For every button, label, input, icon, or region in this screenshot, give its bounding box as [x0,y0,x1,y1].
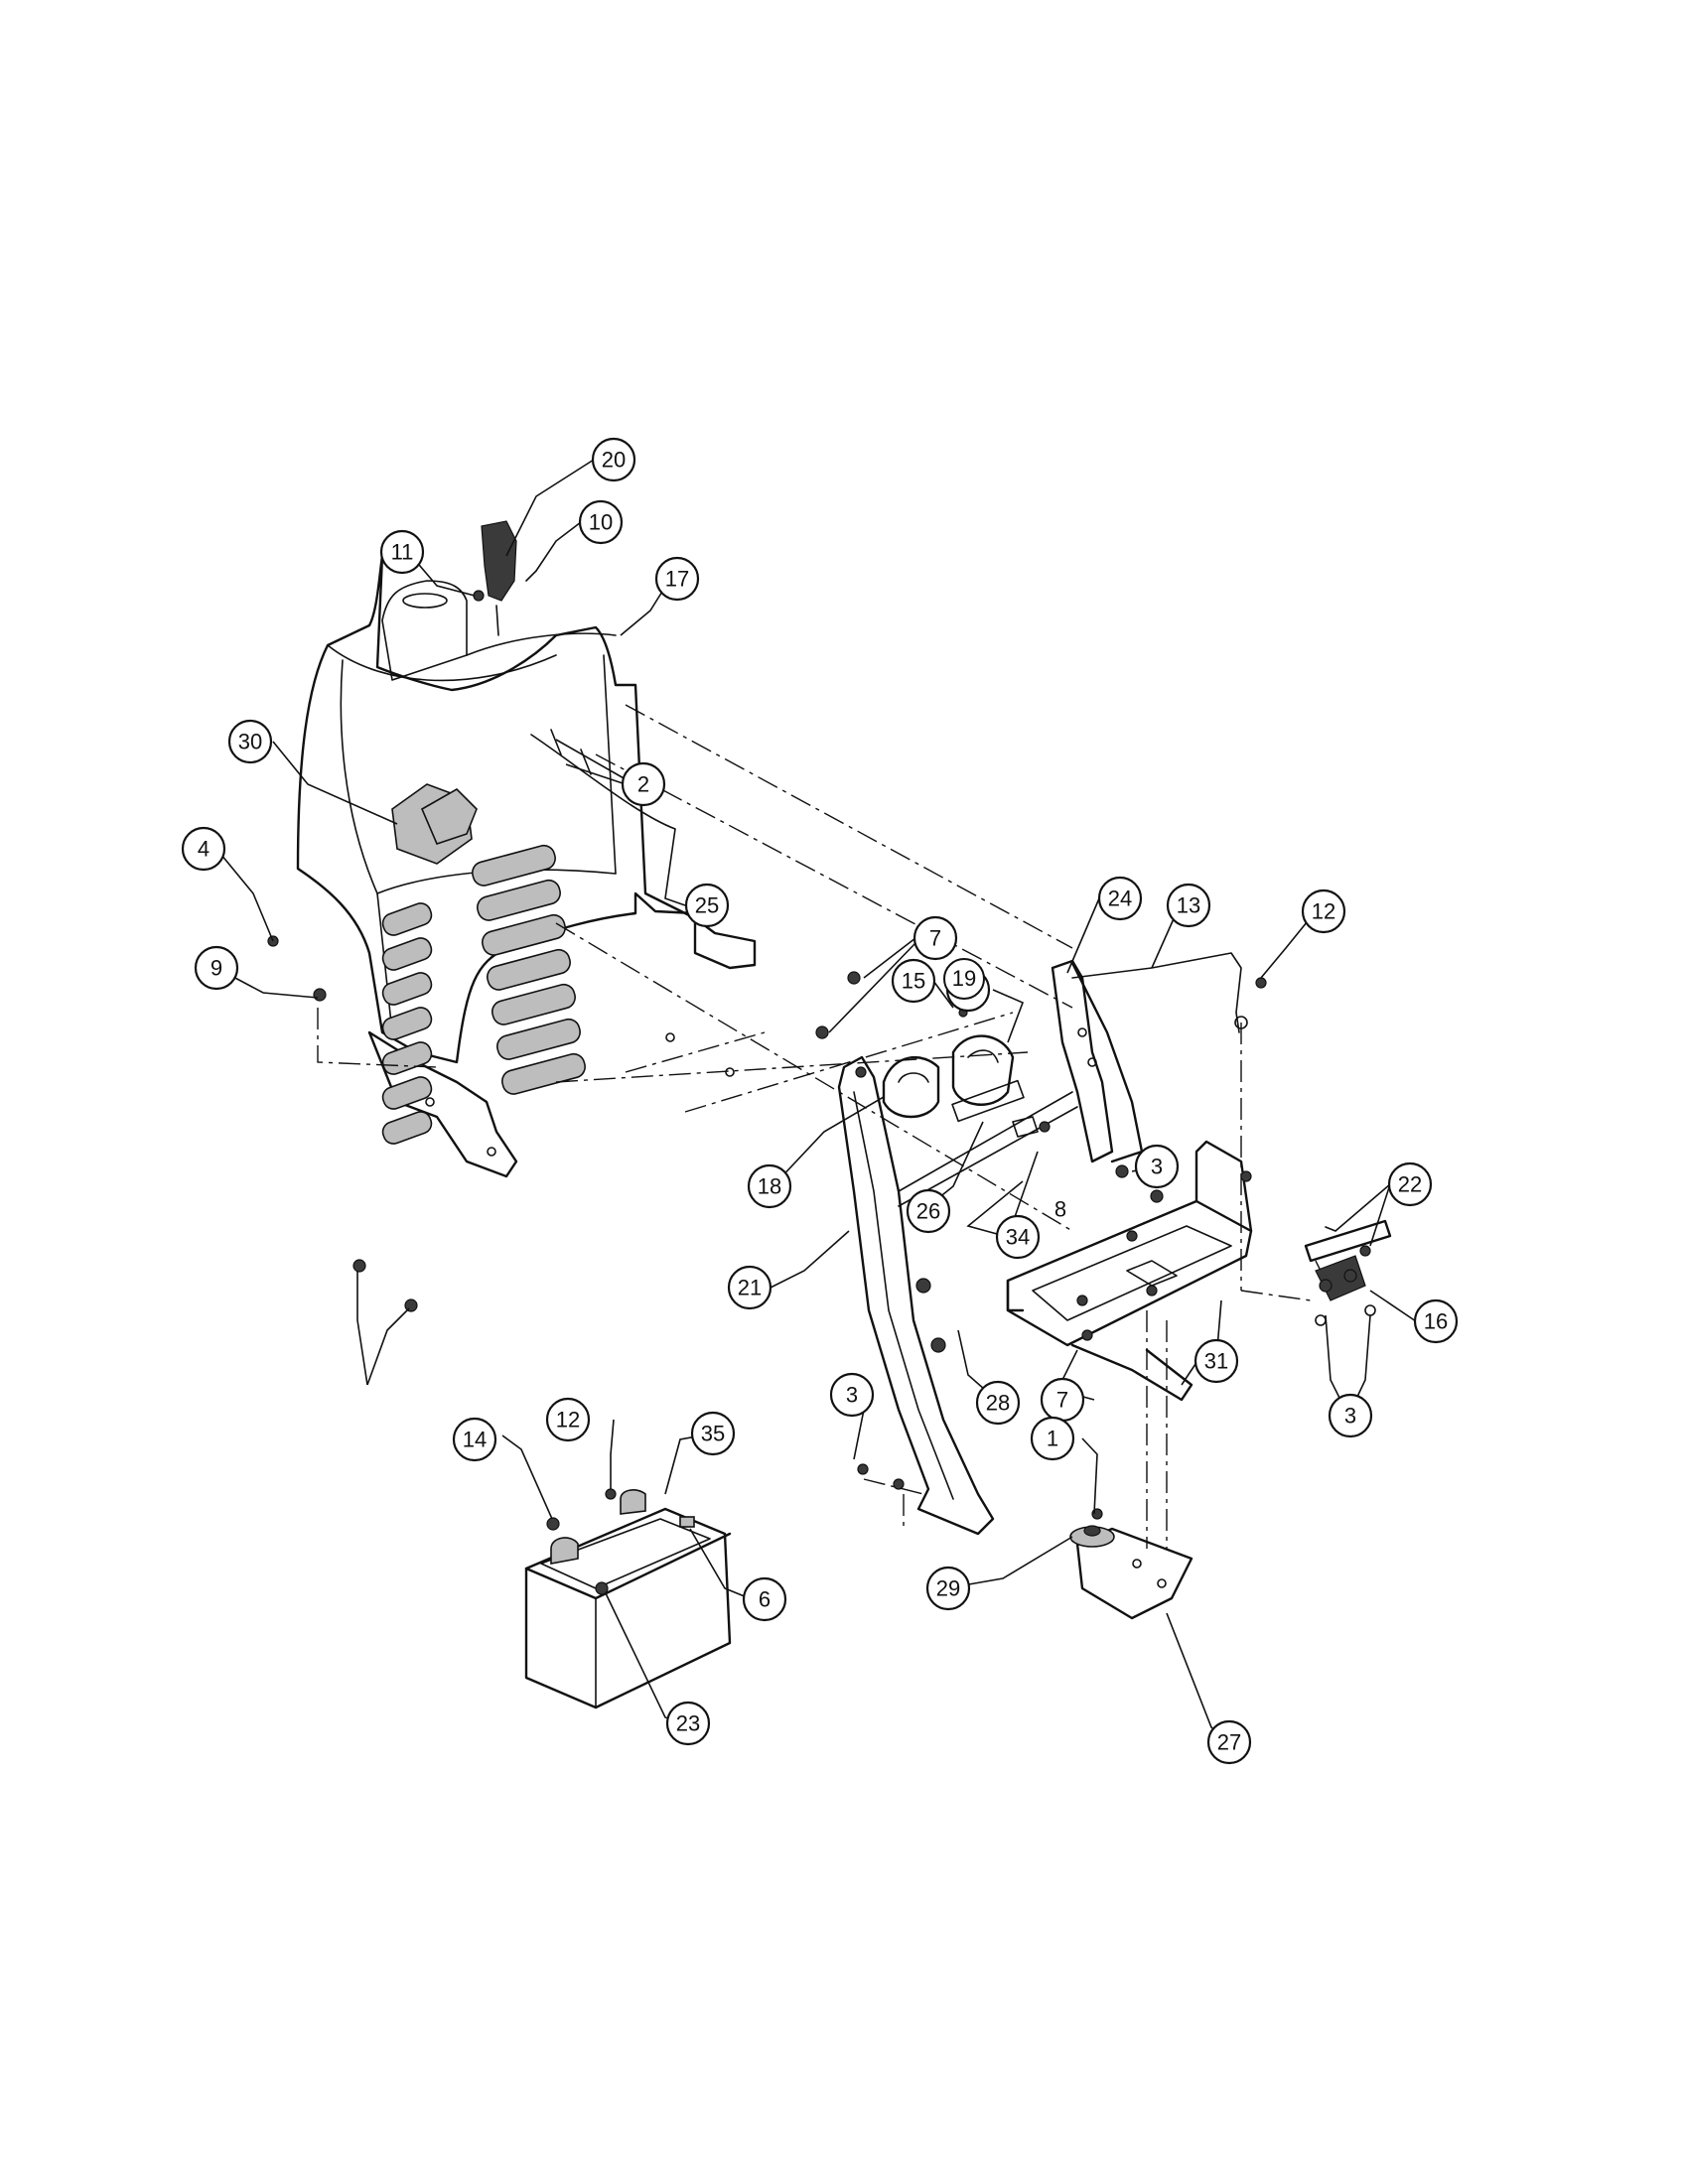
svg-text:34: 34 [1006,1225,1030,1250]
support-rod [1071,952,1242,1033]
callout-3: 3 [1134,1144,1180,1189]
callout-30: 30 [227,719,273,764]
svg-text:1: 1 [1047,1427,1058,1451]
svg-text:18: 18 [758,1174,781,1199]
svg-text:35: 35 [701,1422,725,1446]
callout-29: 29 [925,1566,971,1611]
svg-text:11: 11 [391,540,414,565]
callout-8: 8 [1054,1197,1066,1222]
svg-text:9: 9 [210,956,222,981]
callout-13: 13 [1166,883,1211,928]
svg-text:15: 15 [902,969,925,994]
svg-text:29: 29 [936,1576,960,1601]
hinges [882,1034,1039,1138]
callout-12: 12 [545,1397,591,1442]
svg-text:17: 17 [665,567,689,592]
svg-text:23: 23 [676,1711,700,1736]
svg-text:16: 16 [1424,1309,1448,1334]
support-frame [837,959,1253,1536]
callout-20: 20 [591,437,636,482]
svg-text:22: 22 [1398,1172,1422,1197]
callout-17: 17 [654,556,700,602]
svg-text:6: 6 [759,1587,771,1612]
svg-text:31: 31 [1204,1349,1228,1374]
svg-text:12: 12 [556,1408,580,1433]
svg-text:12: 12 [1312,899,1335,924]
callout-12: 12 [1301,888,1346,934]
callout-7: 7 [1040,1377,1085,1423]
callout-15: 15 [891,958,936,1004]
mount-bracket [1069,1508,1193,1620]
callout-14: 14 [452,1417,497,1462]
svg-text:7: 7 [929,926,941,951]
callout-18: 18 [747,1163,792,1209]
svg-text:26: 26 [916,1199,940,1224]
svg-text:14: 14 [463,1428,487,1452]
svg-text:13: 13 [1177,893,1200,918]
leader-lines [215,459,1417,1743]
solenoid [1304,1219,1392,1326]
svg-text:4: 4 [198,837,210,862]
fasteners [267,935,1267,1490]
callout-31: 31 [1193,1338,1239,1384]
callout-10: 10 [578,499,624,545]
callout-35: 35 [690,1411,736,1456]
svg-text:3: 3 [1151,1155,1163,1179]
callout-9: 9 [194,945,239,991]
svg-text:27: 27 [1217,1730,1241,1755]
callout-19-label: 19 [951,966,977,991]
callout-21: 21 [727,1265,772,1310]
callout-2: 2 [621,761,666,807]
battery [524,1488,732,1709]
callout-23: 23 [665,1701,711,1746]
grille-hood [296,520,757,1178]
callout-25: 25 [684,883,730,928]
callout-28: 28 [975,1380,1021,1426]
svg-text:8: 8 [1054,1197,1066,1222]
svg-text:28: 28 [986,1391,1010,1416]
callout-19-overlay: 19 [943,958,985,1000]
callout-11: 11 [379,529,425,575]
callout-3: 3 [829,1372,875,1418]
callout-27: 27 [1206,1719,1252,1765]
svg-text:21: 21 [738,1276,762,1300]
svg-text:7: 7 [1056,1388,1068,1413]
svg-text:10: 10 [589,510,613,535]
cable [530,734,676,830]
callout-24: 24 [1097,876,1143,921]
svg-text:20: 20 [602,448,626,473]
callout-26: 26 [906,1188,951,1234]
grille-slots-left [381,902,433,1145]
svg-text:30: 30 [238,730,262,754]
callout-3: 3 [1328,1393,1373,1438]
callout-1: 1 [1030,1416,1075,1461]
svg-text:24: 24 [1108,887,1132,911]
svg-text:3: 3 [1344,1404,1356,1429]
callout-16: 16 [1413,1298,1459,1344]
svg-text:25: 25 [695,893,719,918]
svg-text:3: 3 [846,1383,858,1408]
callout-7: 7 [912,915,958,961]
grille-slots-right [471,844,586,1095]
callout-34: 34 [995,1214,1041,1260]
svg-text:2: 2 [637,772,649,797]
callout-4: 4 [181,826,226,872]
callout-22: 22 [1387,1161,1433,1207]
callout-6: 6 [742,1576,787,1622]
